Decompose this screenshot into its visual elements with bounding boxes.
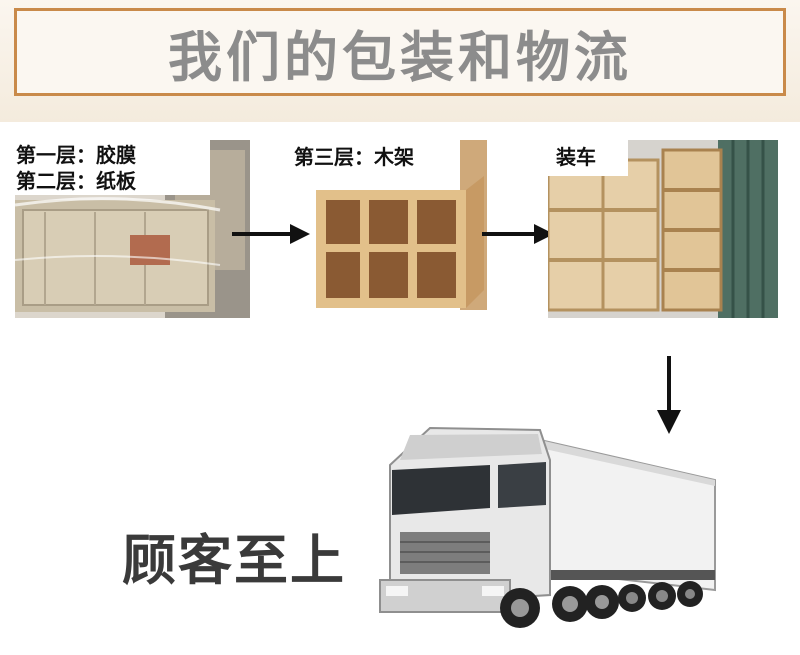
step-1-line-1: 第一层：胶膜	[16, 143, 136, 167]
slogan: 顾客至上	[122, 529, 346, 592]
step-3-label: 装车	[556, 144, 596, 170]
step-3-line-1: 装车	[556, 145, 596, 169]
title-banner: 我们的包装和物流	[14, 8, 786, 96]
truck-illustration	[379, 426, 716, 628]
step-1-line-2: 第二层：纸板	[16, 169, 136, 193]
right-arrow-icon	[482, 224, 554, 244]
step-1-label: 第一层：胶膜 第二层：纸板	[16, 142, 136, 194]
wooden-crate-photo	[312, 140, 487, 310]
loading-crates-photo	[548, 140, 778, 318]
film-wrapped-machine-photo	[15, 140, 250, 318]
step-2-label: 第三层：木架	[294, 144, 414, 170]
page-title: 我们的包装和物流	[168, 25, 632, 89]
right-arrow-icon	[232, 224, 310, 244]
step-2-line-1: 第三层：木架	[294, 145, 414, 169]
down-arrow-icon	[657, 356, 681, 434]
